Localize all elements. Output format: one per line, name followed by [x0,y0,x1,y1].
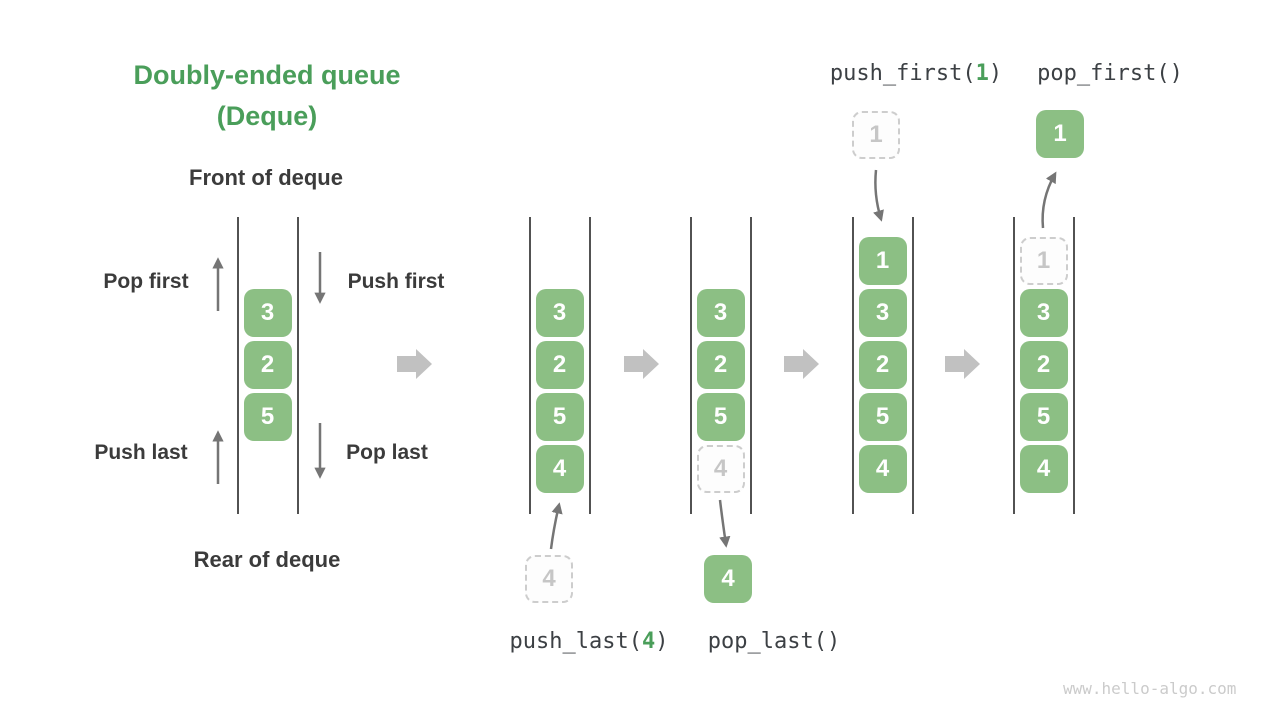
queue-2-left-line [529,217,531,514]
queue-5-cell-1: 1 [1019,237,1068,285]
push-first-label: Push first [347,270,445,293]
queue-4-cell-2: 2 [858,341,907,389]
queue-4-left-line [852,217,854,514]
queue-1-right-line [297,217,299,514]
pop-last-label: Pop last [346,441,428,464]
queue-1-cell-2: 2 [243,341,292,389]
queue-2-cell-4: 4 [535,445,584,493]
queue-1-left-line [237,217,239,514]
transition-arrow-icon [945,349,980,379]
queue-2-right-line [589,217,591,514]
queue-5-cell-2: 2 [1019,341,1068,389]
watermark: www.hello-algo.com [1063,679,1237,698]
queue-4-cell-4: 4 [858,445,907,493]
queue-4-right-line [912,217,914,514]
transition-arrow-icon [624,349,659,379]
diagram-title-line2: (Deque) [216,101,318,131]
queue-3-cell-5: 5 [696,393,745,441]
queue-3-cell-3: 3 [696,289,745,337]
floating-cell-1: 1 [852,111,900,159]
queue-1-cell-3: 3 [243,289,292,337]
pop-last-op-label: pop_last() [634,629,914,654]
deque-operation-arrows [212,169,1057,550]
queue-2-cell-3: 3 [535,289,584,337]
queue-4-cell-1: 1 [858,237,907,285]
queue-2-cell-5: 5 [535,393,584,441]
queue-4-cell-5: 5 [858,393,907,441]
pop-first-move-arrow-icon [1041,171,1057,229]
pop-first-op-label: pop_first() [970,61,1250,86]
queue-3-cell-2: 2 [696,341,745,389]
queue-3-right-line [750,217,752,514]
transition-arrow-icon [784,349,819,379]
queue-4-cell-3: 3 [858,289,907,337]
push-first-move-arrow-icon [873,169,884,222]
op-post: ) [988,61,1003,86]
diagram-title-line1: Doubly-ended queue [133,60,401,90]
queue-5-cell-5: 5 [1019,393,1068,441]
queue-5-cell-3: 3 [1019,289,1068,337]
rear-of-deque-label: Rear of deque [193,547,341,572]
queue-5-right-line [1073,217,1075,514]
floating-cell-1: 1 [1036,110,1084,158]
queue-3-cell-4: 4 [696,445,745,493]
push-last-move-arrow-icon [549,502,563,550]
queue-5-cell-4: 4 [1019,445,1068,493]
floating-cell-4: 4 [704,555,752,603]
op-arg: 1 [975,61,989,86]
queue-1-cell-5: 5 [243,393,292,441]
queue-2-cell-2: 2 [535,341,584,389]
push-first-op-label: push_first(1) [776,61,1056,86]
op-pre: pop_last() [707,629,841,654]
floating-cell-4: 4 [525,555,573,603]
op-pre: push_first( [829,61,976,86]
queue-3-left-line [690,217,692,514]
op-pre: pop_first() [1037,61,1183,86]
queue-5-left-line [1013,217,1015,514]
op-post: ) [655,629,669,654]
push-last-label: Push last [94,441,188,464]
push-last-op-label: push_last(4) [449,629,729,654]
transition-arrow-icon [397,349,432,379]
pop-first-label: Pop first [103,270,189,293]
front-of-deque-label: Front of deque [189,165,343,190]
pop-last-move-arrow-icon [718,499,731,548]
op-pre: push_last( [509,629,642,654]
op-arg: 4 [641,629,656,654]
